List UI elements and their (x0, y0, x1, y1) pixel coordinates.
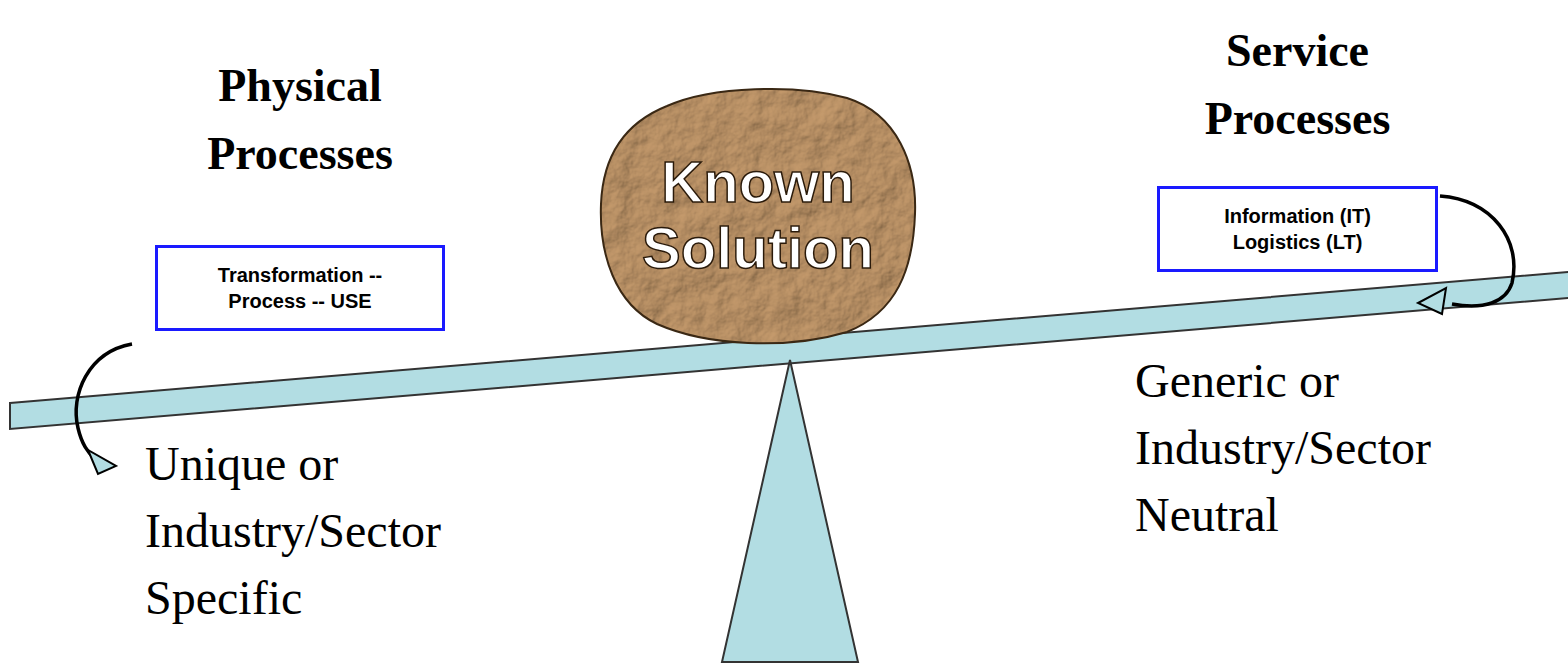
box-text: Transformation -- Process -- USE (215, 262, 385, 314)
curved-arrow (1440, 196, 1514, 306)
process-box: Information (IT) Logistics (LT) (1157, 186, 1438, 272)
group-heading: Physical Processes (175, 52, 425, 188)
side-label: Generic or Industry/Sector Neutral (1135, 347, 1480, 548)
process-group: Service ProcessesInformation (IT) Logist… (1150, 17, 1445, 272)
arrow-head (1418, 288, 1446, 314)
rock-node: Known Solution (597, 84, 919, 346)
group-heading: Service Processes (1173, 17, 1423, 153)
fulcrum-triangle (722, 360, 858, 662)
arrow-head (88, 450, 116, 474)
process-box: Transformation -- Process -- USE (155, 245, 445, 331)
curved-arrow (76, 344, 132, 458)
side-label: Unique or Industry/Sector Specific (145, 430, 475, 631)
box-text: Information (IT) Logistics (LT) (1198, 203, 1398, 255)
rock-text: Known Solution (623, 149, 893, 281)
process-group: Physical ProcessesTransformation -- Proc… (145, 52, 455, 331)
